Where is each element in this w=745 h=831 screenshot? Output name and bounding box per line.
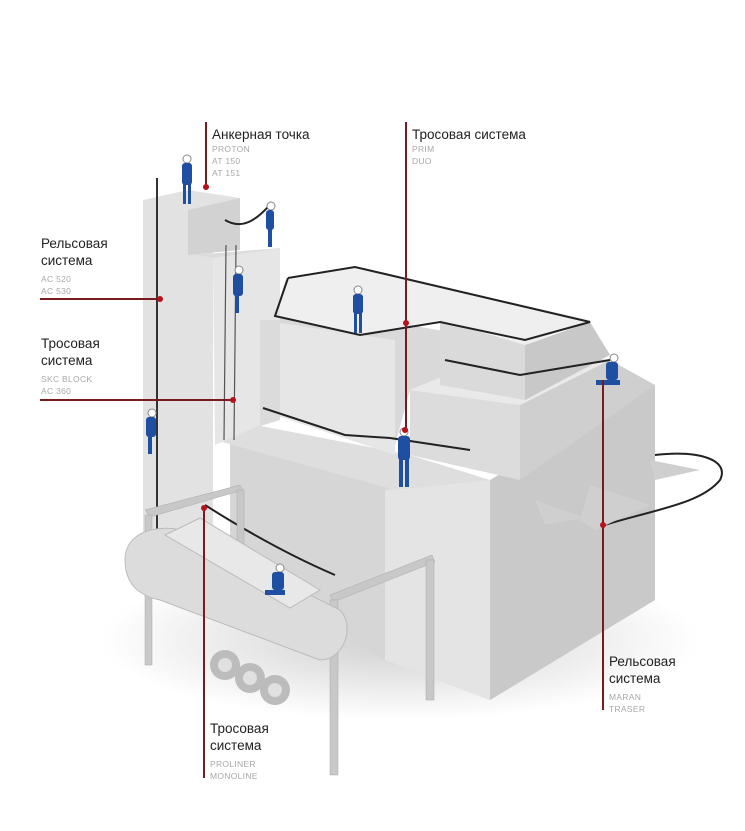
callout-rail-system-right: Рельсовая система MARAN TRASER <box>609 653 689 715</box>
callout-line-cable-left <box>40 399 233 401</box>
callout-dot-anchor <box>203 184 209 190</box>
product-name: MARAN <box>609 692 642 702</box>
worker-icon <box>233 265 244 313</box>
callout-title: Рельсовая система <box>41 236 108 268</box>
product-name: DUO <box>412 156 432 166</box>
callout-cable-system-left: Тросовая система SKC BLOCK AC 360 <box>41 335 121 397</box>
callout-dot-rail-right <box>600 522 606 528</box>
callout-line-cable-top <box>405 122 407 430</box>
product-name: TRASER <box>609 704 646 714</box>
callout-dot-cable-bottom <box>201 505 207 511</box>
worker-icon <box>353 285 363 333</box>
product-name: PROTON <box>212 144 251 154</box>
callout-title: Анкерная точка <box>212 127 310 142</box>
callout-dot-cable-left <box>230 397 236 403</box>
callout-title: Рельсовая система <box>609 654 676 686</box>
callout-line-rail-right <box>602 380 604 710</box>
main-building <box>143 190 655 700</box>
callout-line-rail-left <box>40 298 160 300</box>
cable-lines <box>204 204 723 576</box>
product-name: SKC BLOCK <box>41 374 93 384</box>
callout-dot-cable-top-2 <box>402 427 408 433</box>
product-name: PROLINER <box>210 759 256 769</box>
callout-anchor-point: Анкерная точка PROTON AT 150 AT 151 <box>212 126 310 179</box>
worker-icon <box>182 154 192 204</box>
product-name: PRIM <box>412 144 435 154</box>
callout-title: Тросовая система <box>41 336 100 368</box>
callout-dot-cable-top <box>403 320 409 326</box>
callout-line-anchor <box>205 122 207 187</box>
product-name: AT 151 <box>212 168 241 178</box>
product-name: MONOLINE <box>210 771 258 781</box>
callout-line-cable-bottom <box>203 508 205 778</box>
callout-title: Тросовая система <box>210 721 269 753</box>
callout-rail-system-left: Рельсовая система AC 520 AC 530 <box>41 235 121 297</box>
product-name: AC 360 <box>41 386 72 396</box>
callout-cable-system-bottom: Тросовая система PROLINER MONOLINE <box>210 720 290 782</box>
product-name: AC 520 <box>41 274 72 284</box>
product-name: AC 530 <box>41 286 72 296</box>
callout-dot-rail-left <box>157 296 163 302</box>
worker-icon <box>265 563 285 595</box>
worker-icon <box>266 201 276 247</box>
callout-cable-system-top: Тросовая система PRIM DUO <box>412 126 526 167</box>
worker-icon <box>146 408 157 454</box>
product-name: AT 150 <box>212 156 241 166</box>
callout-title: Тросовая система <box>412 127 526 142</box>
worker-icon <box>596 353 620 385</box>
rail-brackets <box>535 460 700 530</box>
